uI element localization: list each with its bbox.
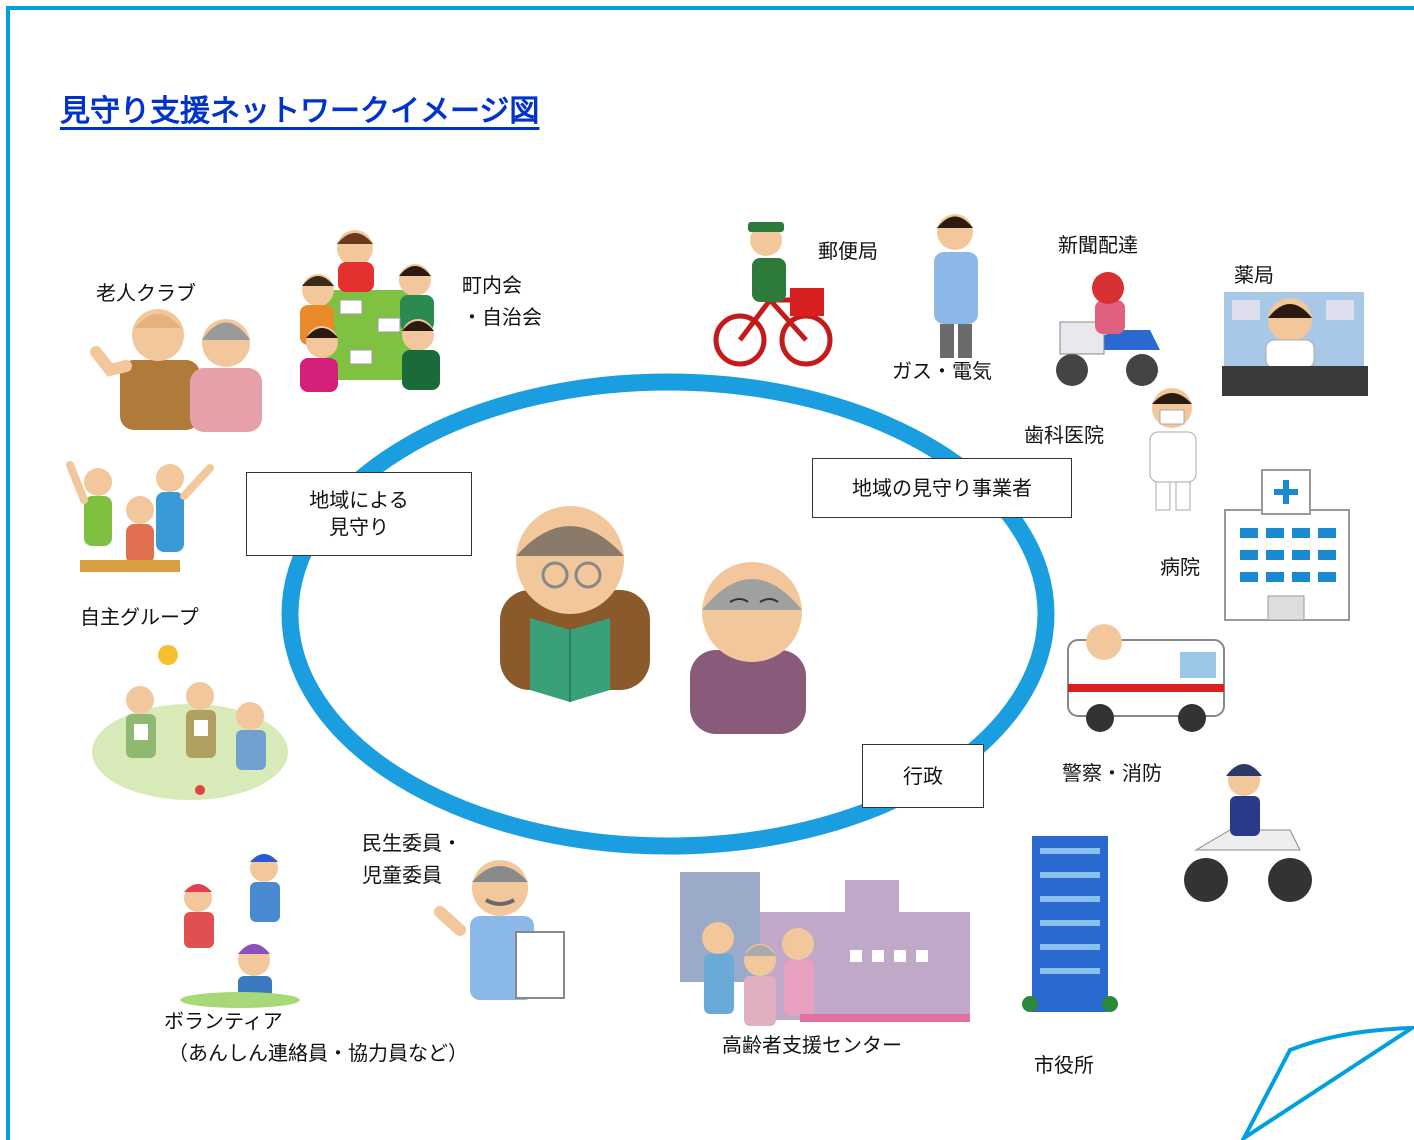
label-police-fire: 警察・消防 [1062, 761, 1162, 785]
label-pharmacy: 薬局 [1234, 263, 1274, 287]
label-gas-electric: ガス・電気 [892, 359, 992, 383]
postman-bicycle-icon [713, 222, 833, 367]
community-watch-line1: 地域による [309, 488, 409, 512]
business-watch-label: 地域の見守り事業者 [852, 475, 1032, 500]
thinking-grandma-icon [690, 562, 806, 734]
label-welfare-line1: 民生委員・ [362, 831, 462, 855]
label-elder-center: 高齢者支援センター [722, 1033, 902, 1057]
page-title: 見守り支援ネットワークイメージ図 [60, 94, 540, 129]
label-volunteer-line1: ボランティア [164, 1009, 283, 1033]
meeting-people-icon [300, 230, 440, 392]
label-hospital: 病院 [1160, 555, 1200, 579]
reading-grandpa-icon [500, 506, 650, 702]
support-center-icon [680, 872, 970, 1026]
label-dental: 歯科医院 [1024, 423, 1104, 447]
label-volunteer-line2: （あんしん連絡員・協力員など） [168, 1041, 468, 1065]
page-curl-icon [1240, 1025, 1414, 1140]
community-watch-line2: 見守り [329, 515, 389, 539]
label-welfare-line2: 児童委員 [362, 863, 442, 887]
newspaper-scooter-icon [1056, 272, 1160, 386]
label-city-hall: 市役所 [1034, 1053, 1094, 1077]
label-senior-club: 老人クラブ [96, 281, 196, 305]
label-newspaper: 新聞配達 [1058, 233, 1138, 257]
exercise-group-icon [66, 461, 214, 572]
ambulance-icon [1067, 624, 1225, 732]
hospital-building-icon [1224, 469, 1350, 621]
frame-top-border [6, 6, 1414, 10]
gas-worker-icon [934, 214, 978, 358]
label-neighborhood-line2: ・自治会 [462, 305, 542, 329]
volunteer-kids-icon [180, 854, 300, 1008]
label-self-group: 自主グループ [80, 605, 199, 629]
business-watch-box: 地域の見守り事業者 [812, 458, 1072, 518]
police-motorcycle-icon [1184, 764, 1312, 902]
network-ring [281, 373, 1055, 855]
label-post-office: 郵便局 [818, 239, 878, 263]
city-hall-icon [1022, 836, 1118, 1012]
dentist-icon [1149, 388, 1197, 511]
pharmacist-icon [1222, 292, 1368, 396]
gateball-group-icon [92, 645, 288, 800]
administration-label: 行政 [903, 763, 943, 788]
elderly-couple-icon [90, 309, 262, 432]
welfare-commissioner-icon [434, 860, 565, 1000]
label-neighborhood-line1: 町内会 [462, 273, 522, 297]
frame-left-border [6, 6, 10, 1140]
administration-box: 行政 [862, 744, 984, 808]
community-watch-box: 地域による 見守り [246, 472, 472, 556]
